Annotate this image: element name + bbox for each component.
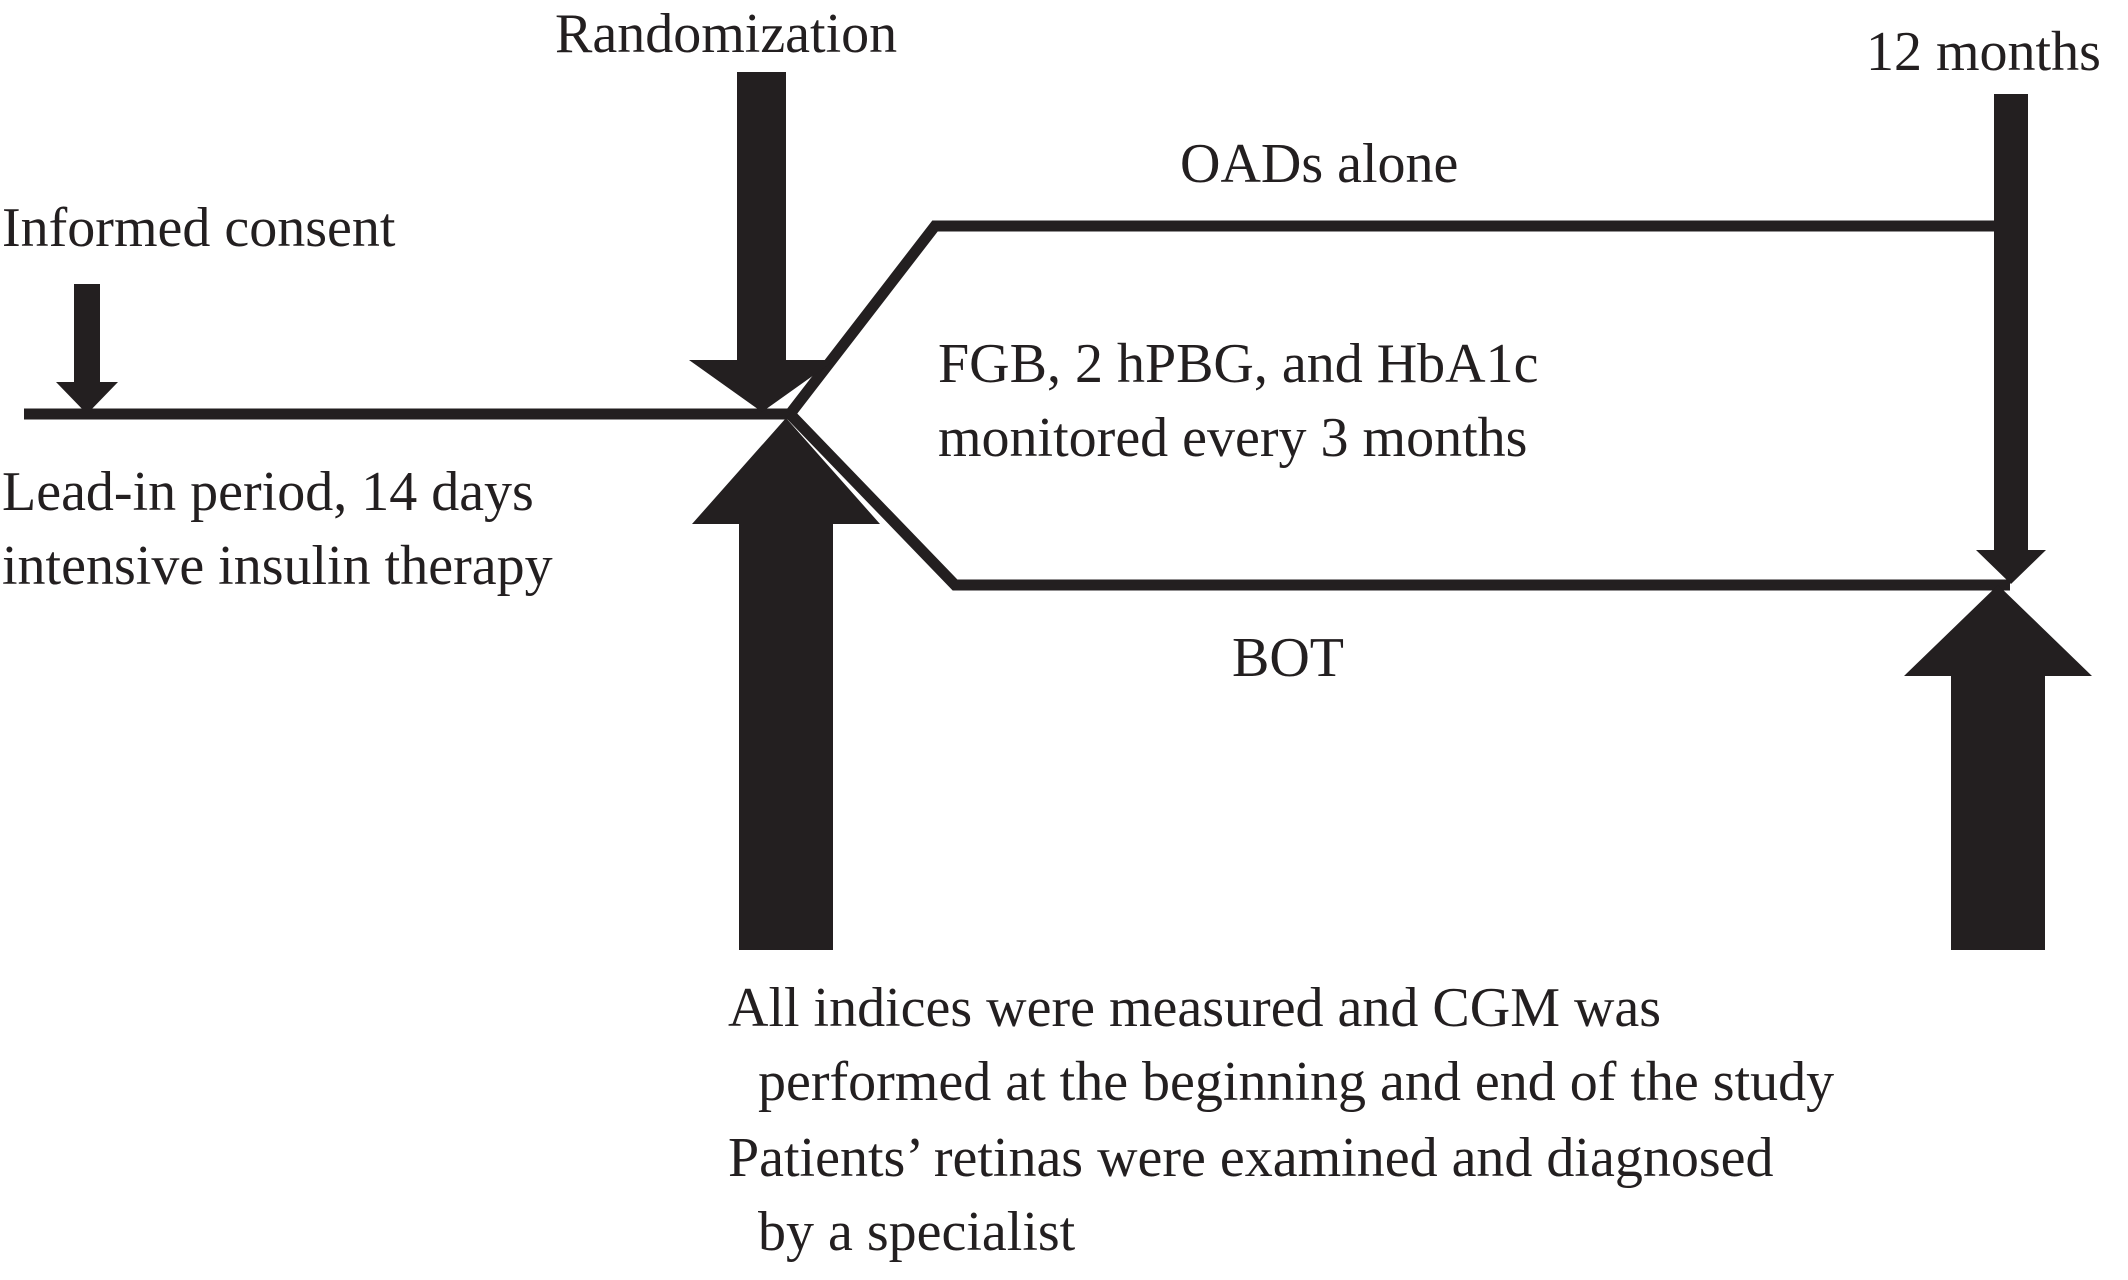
bot-label: BOT [1232, 627, 1344, 689]
oads-branch-line [785, 220, 1995, 418]
note-line4: by a specialist [758, 1201, 1076, 1263]
twelve-months-arrow [1976, 94, 2046, 584]
lead-in-label-line1: Lead-in period, 14 days [2, 461, 534, 523]
monitoring-label-line1: FGB, 2 hPBG, and HbA1c [938, 333, 1538, 395]
note-line3: Patients’ retinas were examined and diag… [728, 1127, 1774, 1189]
randomization-label: Randomization [555, 3, 897, 65]
informed-consent-arrow [56, 284, 118, 414]
baseline-assessment-arrow [692, 418, 880, 950]
bot-branch-line [786, 410, 2010, 591]
oads-alone-label: OADs alone [1180, 133, 1458, 195]
twelve-months-label: 12 months [1866, 21, 2101, 83]
lead-in-label-line2: intensive insulin therapy [2, 535, 553, 597]
end-assessment-arrow [1904, 585, 2092, 950]
monitoring-label-line2: monitored every 3 months [938, 407, 1527, 469]
note-line2: performed at the beginning and end of th… [758, 1051, 1834, 1113]
randomization-arrow [689, 72, 835, 412]
note-line1: All indices were measured and CGM was [728, 977, 1661, 1039]
informed-consent-label: Informed consent [2, 197, 396, 259]
